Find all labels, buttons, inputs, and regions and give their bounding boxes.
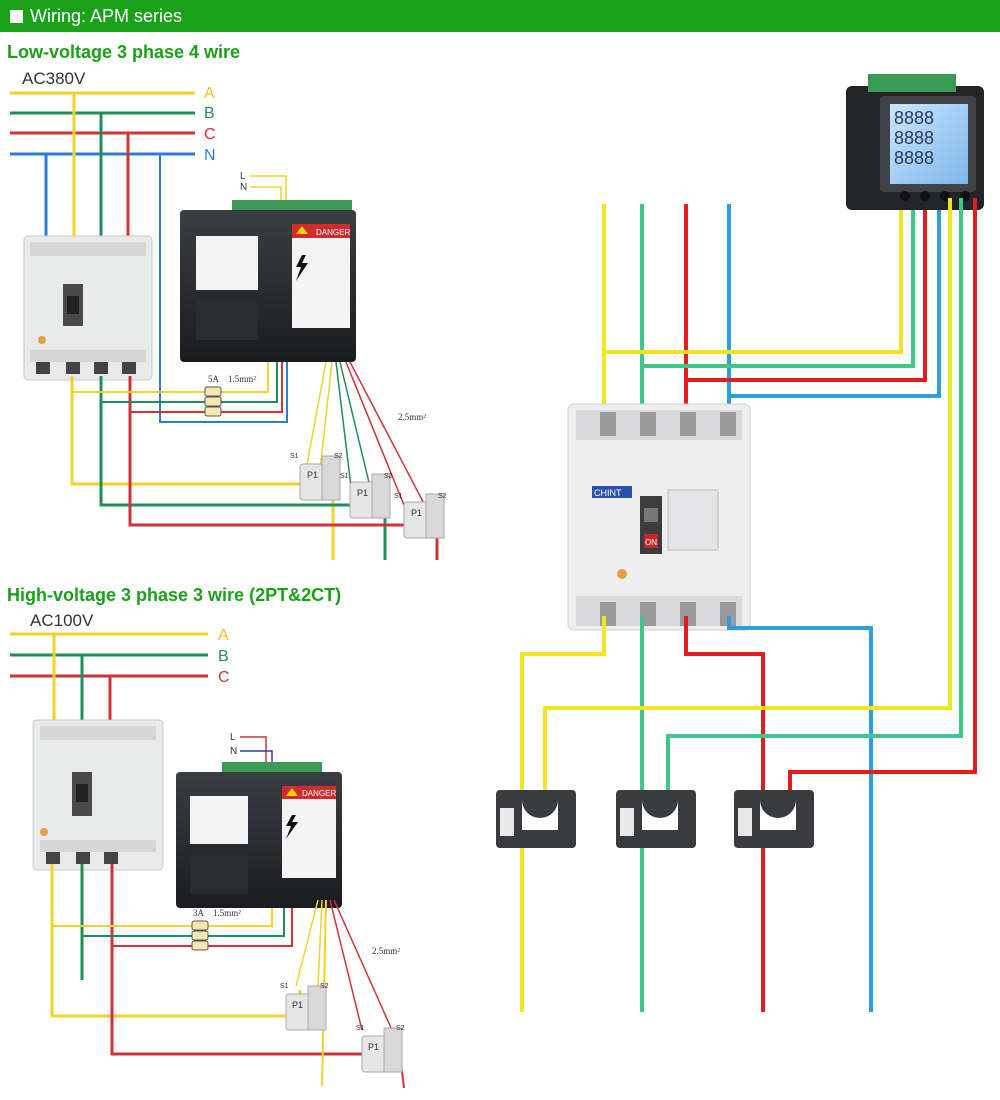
svg-text:S1: S1 [290,453,299,460]
apm-meter: 8888 8888 8888 [846,74,984,210]
high-ct-c: P1 S1 S2 [356,1025,405,1073]
svg-text:P1: P1 [411,508,422,518]
low-meter: DANGER [180,200,356,362]
high-fuse-wire: 1.5mm² [213,908,241,918]
low-ct-wire: 2.5mm² [398,412,426,422]
low-voltage-title: Low-voltage 3 phase 4 wire [7,42,241,62]
low-fuse-wire: 1.5mm² [228,374,256,384]
ct-clamp-a [496,790,576,848]
product-wiring-diagram: 8888 8888 8888 CHINT ON [496,74,984,1012]
breaker-on-label: ON [645,538,657,547]
svg-text:S2: S2 [320,983,329,990]
svg-text:P1: P1 [292,1000,303,1010]
svg-text:P1: P1 [357,488,368,498]
high-power-n: N [230,746,237,757]
high-ct-a: P1 S1 S2 [280,983,329,1031]
svg-text:S1: S1 [280,983,289,990]
ct-clamp-b [616,790,696,848]
svg-text:S2: S2 [334,453,343,460]
phase-b-label: B [204,105,215,122]
phase-n-label: N [204,147,216,164]
low-voltage-diagram: AC380V A B C N [10,69,447,560]
svg-text:P1: P1 [368,1042,379,1052]
meter-button-3[interactable] [940,191,950,201]
svg-text:S2: S2 [438,493,447,500]
svg-text:S1: S1 [340,473,349,480]
high-voltage-title: High-voltage 3 phase 3 wire (2PT&2CT) [7,585,342,605]
high-breaker [32,719,164,871]
high-phase-c-label: C [218,669,230,686]
svg-text:S2: S2 [396,1025,405,1032]
lcd-row-3: 8888 [894,148,934,168]
high-meter: DANGER [176,762,342,908]
svg-text:S2: S2 [384,473,393,480]
low-ct-c: P1 S1 S2 [394,493,447,539]
meter-button-2[interactable] [920,191,930,201]
svg-text:S1: S1 [394,493,403,500]
low-voltage-label: AC380V [22,69,86,88]
low-danger-text: DANGER [316,228,350,237]
low-ct-a: P1 S1 S2 [290,453,343,501]
high-ct-wire: 2.5mm² [372,946,400,956]
low-fuses [204,386,222,417]
breaker-brand: CHINT [594,488,622,498]
high-danger-text: DANGER [302,789,336,798]
high-fuse-label: 3A [193,908,205,918]
header-title: Wiring: APM series [30,5,183,26]
meter-button-1[interactable] [900,191,910,201]
product-breaker: CHINT ON [567,403,751,631]
high-voltage-label: AC100V [30,611,94,630]
low-power-n: N [240,182,247,193]
lcd-row-2: 8888 [894,128,934,148]
high-fuses [191,920,209,951]
low-power-l: L [240,171,246,182]
high-phase-b-label: B [218,648,229,665]
svg-text:S1: S1 [356,1025,365,1032]
low-fuse-label: 5A [208,374,220,384]
svg-text:P1: P1 [307,470,318,480]
phase-a-label: A [204,85,215,102]
ct-clamp-c [734,790,814,848]
high-phase-a-label: A [218,627,229,644]
low-breaker [23,235,153,381]
phase-c-label: C [204,126,216,143]
high-voltage-diagram: AC100V A B C 3A [10,611,405,1089]
square-icon [10,9,23,23]
breaker-handle[interactable] [644,508,658,522]
high-power-l: L [230,732,236,743]
lcd-row-1: 8888 [894,108,934,128]
low-ct-b: P1 S1 S2 [340,473,393,519]
section-header: Wiring: APM series [0,0,1000,32]
